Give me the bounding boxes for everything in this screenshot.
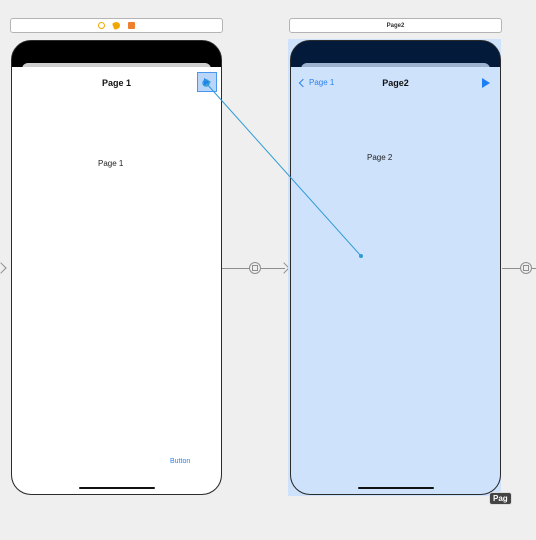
home-indicator — [79, 487, 155, 489]
back-button-label: Page 1 — [309, 78, 335, 87]
scene1-nav-title: Page 1 — [101, 78, 132, 88]
segue-line-right — [261, 268, 285, 269]
scene1-phone-frame[interactable]: Page 1 Page 1 Button — [11, 40, 222, 495]
scene2-bar-title: Page2 — [386, 22, 405, 29]
scene2-view[interactable]: Page 1 Page2 Page 2 — [291, 67, 500, 494]
offscreen-scene-tag[interactable]: Pag — [489, 492, 512, 505]
status-bar-area — [12, 41, 221, 67]
scene2-phone-frame[interactable]: Page 1 Page2 Page 2 — [290, 40, 501, 495]
scene2-header-bar[interactable]: Page2 — [289, 18, 502, 33]
play-icon[interactable] — [482, 78, 490, 88]
forward-bar-button[interactable] — [197, 72, 217, 92]
view-controller-icon[interactable] — [98, 22, 105, 29]
segue-line-out-2 — [532, 268, 536, 269]
scene1-button[interactable]: Button — [170, 458, 191, 465]
segue-line-out — [502, 268, 520, 269]
segue-icon[interactable] — [249, 262, 261, 274]
home-indicator — [358, 487, 434, 489]
scene1-body-label: Page 1 — [98, 159, 124, 168]
segue-line-left — [222, 268, 250, 269]
scene2-body-label: Page 2 — [367, 153, 393, 162]
segue-icon-out[interactable] — [520, 262, 532, 274]
scene1-header-bar[interactable] — [10, 18, 223, 33]
status-bar-area — [291, 41, 500, 67]
entry-arrow-icon — [0, 262, 7, 274]
exit-icon[interactable] — [128, 22, 135, 29]
scene1-view[interactable]: Page 1 Page 1 Button — [12, 67, 221, 494]
back-button[interactable]: Page 1 — [298, 78, 334, 87]
first-responder-icon[interactable] — [112, 21, 121, 30]
play-icon — [203, 78, 211, 86]
scene2-nav-title: Page2 — [382, 78, 409, 88]
